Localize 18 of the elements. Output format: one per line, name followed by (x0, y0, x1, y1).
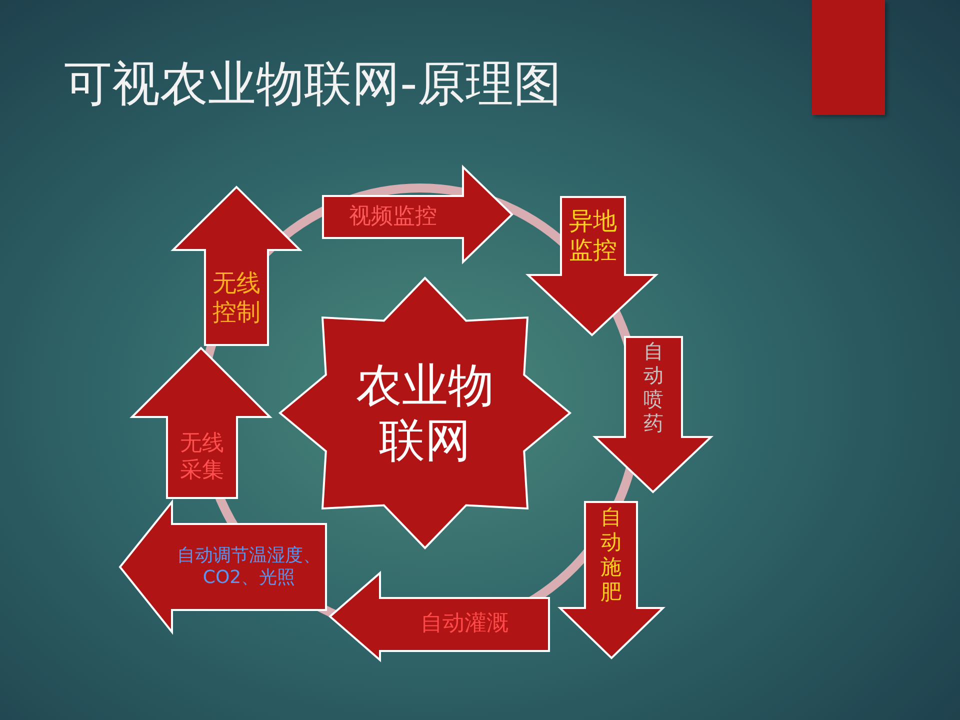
slide-title: 可视农业物联网-原理图 (64, 56, 562, 114)
step-shape (120, 502, 326, 632)
step-shape (595, 337, 711, 492)
arrow-label: 自动施肥 (600, 504, 622, 606)
arrow-label: 无线采集 (179, 431, 225, 484)
step-shape (132, 348, 270, 498)
arrow-label: 无线控制 (211, 268, 262, 326)
arrow-label: 自动灌溉 (420, 611, 508, 638)
arrow-label: 自动调节温湿度、CO2、光照 (176, 545, 322, 589)
step-shape (560, 502, 663, 658)
step-shape (323, 167, 512, 262)
arrow-label: 异地监控 (568, 207, 618, 265)
step-shape (528, 197, 656, 335)
step-shape (173, 187, 300, 345)
arrow-label: 视频监控 (349, 204, 437, 230)
step-shape (330, 573, 549, 660)
center-label: 农业物联网 (355, 358, 495, 468)
arrow-label: 自动喷药 (642, 339, 664, 435)
